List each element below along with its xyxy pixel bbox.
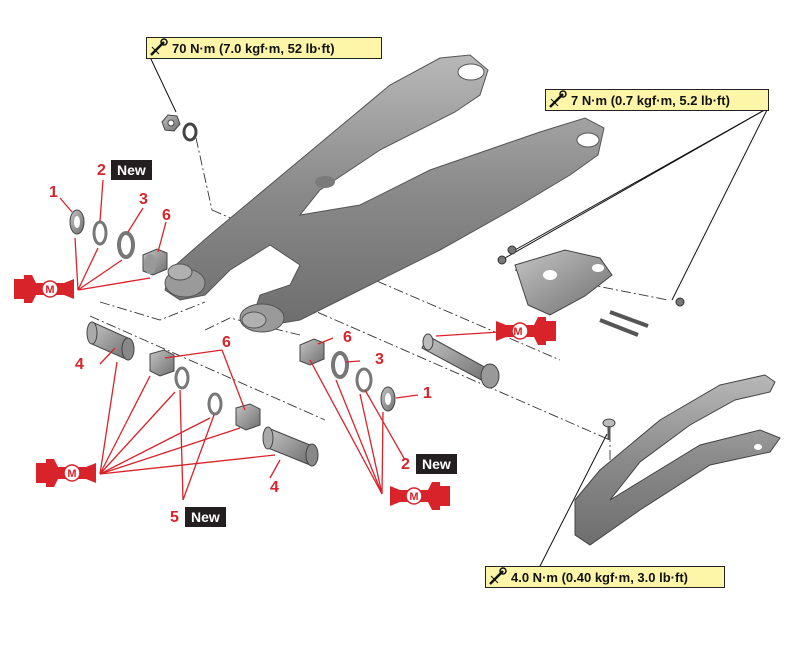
torque-value: 4.0 N·m (0.40 kgf·m, 3.0 lb·ft)	[511, 569, 688, 585]
torque-wrench-icon	[148, 38, 168, 58]
chain-guide	[497, 245, 685, 337]
lower-left-collars	[86, 321, 319, 467]
left-bearing-parts	[69, 209, 168, 276]
lube-applicator-icon	[390, 482, 450, 510]
new-badge: New	[416, 454, 457, 474]
new-badge: New	[185, 507, 226, 527]
pivot-washer	[182, 122, 198, 142]
part-number-4-lower: 4	[270, 479, 279, 496]
part-number-5: 5	[170, 509, 179, 526]
part-number-6-left: 6	[162, 207, 171, 224]
axis-lines	[89, 137, 669, 470]
part-number-2-left: 2	[97, 162, 106, 179]
torque-value: 7 N·m (0.7 kgf·m, 5.2 lb·ft)	[571, 92, 730, 108]
torque-wrench-icon	[547, 90, 567, 110]
lube-applicator-icon: M	[36, 459, 96, 487]
slider-screw	[602, 418, 616, 440]
lube-leaders	[59, 179, 501, 501]
part-number-4-upper: 4	[75, 356, 84, 373]
leader-lines	[149, 56, 769, 577]
swingarm	[164, 54, 605, 333]
part-number-6-right: 6	[343, 329, 352, 346]
torque-spec-guide: 7 N·m (0.7 kgf·m, 5.2 lb·ft)	[545, 89, 769, 111]
right-bearing-parts	[299, 338, 396, 412]
part-number-1-left: 1	[49, 184, 58, 201]
torque-value: 70 N·m (7.0 kgf·m, 52 lb·ft)	[172, 40, 335, 56]
pivot-nut	[161, 114, 181, 132]
pivot-shaft	[421, 333, 500, 389]
part-number-1-right: 1	[423, 385, 432, 402]
torque-spec-slider: 4.0 N·m (0.40 kgf·m, 3.0 lb·ft)	[485, 566, 725, 588]
part-number-3-left: 3	[139, 191, 148, 208]
lube-applicator-icon	[496, 317, 556, 345]
torque-spec-pivot: 70 N·m (7.0 kgf·m, 52 lb·ft)	[146, 37, 382, 59]
chain-slider	[574, 374, 781, 546]
new-badge: New	[111, 160, 152, 180]
torque-wrench-icon	[487, 567, 507, 587]
part-number-6-lower: 6	[222, 334, 231, 351]
lube-label: M	[409, 491, 418, 503]
lube-label: M	[45, 284, 54, 296]
lube-applicator-icon: M	[14, 275, 74, 303]
part-number-2-right: 2	[401, 456, 410, 473]
part-number-3-right: 3	[375, 351, 384, 368]
lube-label: M	[513, 326, 522, 338]
lube-label: M	[67, 468, 76, 480]
